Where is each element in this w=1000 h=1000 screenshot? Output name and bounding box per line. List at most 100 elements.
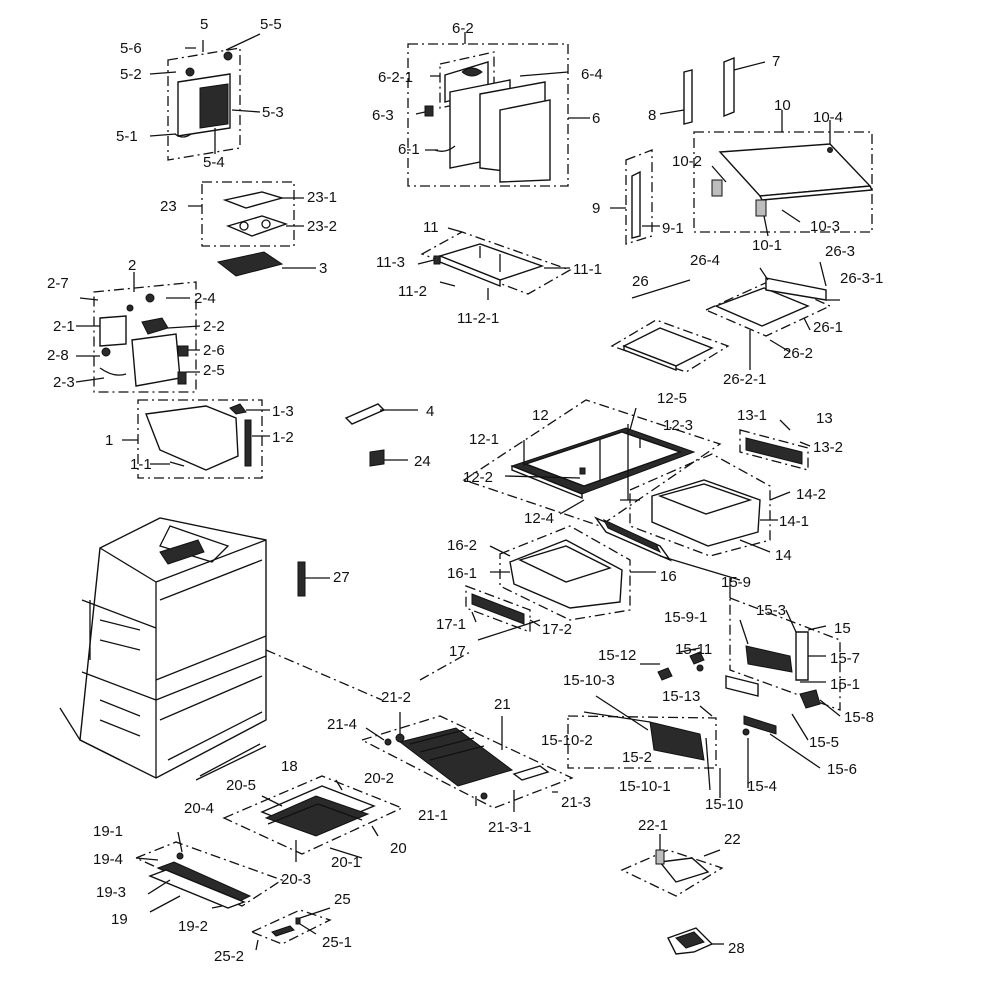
- label-14-2: 14-2: [796, 486, 827, 503]
- group-15-9: [593, 516, 741, 581]
- label-2: 2: [128, 257, 137, 274]
- label-26-3: 26-3: [825, 243, 856, 260]
- label-20-4: 20-4: [184, 800, 215, 817]
- label-20-1: 20-1: [331, 854, 362, 871]
- label-15: 15: [834, 620, 851, 637]
- label-10: 10: [774, 97, 791, 114]
- label-15-5: 15-5: [809, 734, 840, 751]
- label-5-3: 5-3: [262, 104, 284, 121]
- label-1-2: 1-2: [272, 429, 294, 446]
- group-7-8: [659, 56, 766, 125]
- label-26: 26: [632, 273, 649, 290]
- label-20-2: 20-2: [364, 770, 395, 787]
- label-8: 8: [648, 107, 657, 124]
- label-15-9-1: 15-9-1: [664, 609, 708, 626]
- label-15-12: 15-12: [598, 647, 637, 664]
- label-19-2: 19-2: [178, 918, 209, 935]
- label-2-8: 2-8: [47, 347, 69, 364]
- label-12: 12: [532, 407, 549, 424]
- label-17-2: 17-2: [542, 621, 573, 638]
- label-15-10-1: 15-10-1: [619, 778, 671, 795]
- label-11-2-1: 11-2-1: [457, 310, 500, 327]
- label-2-2: 2-2: [203, 318, 225, 335]
- label-26-4: 26-4: [690, 252, 721, 269]
- label-12-5: 12-5: [657, 390, 688, 407]
- group-16: [489, 525, 656, 621]
- label-2-5: 2-5: [203, 362, 225, 379]
- label-1-3: 1-3: [272, 403, 294, 420]
- group-1: [122, 399, 270, 479]
- connector-lines: [265, 649, 471, 701]
- label-16-2: 16-2: [447, 537, 478, 554]
- label-6-3: 6-3: [372, 107, 394, 124]
- label-12-1: 12-1: [469, 431, 500, 448]
- group-17: [465, 585, 541, 641]
- label-24: 24: [414, 453, 431, 470]
- group-14: [629, 453, 791, 557]
- label-21-3-1: 21-3-1: [488, 819, 532, 836]
- label-18: 18: [281, 758, 298, 775]
- label-15-8: 15-8: [844, 709, 875, 726]
- label-12-3: 12-3: [663, 417, 694, 434]
- label-22-1: 22-1: [638, 817, 669, 834]
- group-5: [149, 33, 261, 161]
- label-15-2: 15-2: [622, 749, 653, 766]
- label-1: 1: [105, 432, 114, 449]
- label-16-1: 16-1: [447, 565, 478, 582]
- label-2-1: 2-1: [53, 318, 75, 335]
- label-21-3: 21-3: [561, 794, 592, 811]
- group-18-cabinet: [59, 517, 267, 781]
- group-28: [667, 927, 724, 955]
- label-11-1: 11-1: [573, 261, 602, 278]
- label-20-5: 20-5: [226, 777, 257, 794]
- label-15-6: 15-6: [827, 761, 858, 778]
- label-6-1: 6-1: [398, 141, 420, 158]
- label-23-2: 23-2: [307, 218, 338, 235]
- label-15-10-2: 15-10-2: [541, 732, 593, 749]
- group-20: [222, 775, 404, 862]
- label-10-2: 10-2: [672, 153, 703, 170]
- label-27: 27: [333, 569, 350, 586]
- label-21-1: 21-1: [418, 807, 449, 824]
- group-22: [620, 834, 724, 897]
- label-14: 14: [775, 547, 792, 564]
- label-5: 5: [200, 16, 209, 33]
- label-26-1: 26-1: [813, 319, 844, 336]
- label-10-1: 10-1: [752, 237, 783, 254]
- group-9: [610, 149, 660, 245]
- label-9-1: 9-1: [662, 220, 684, 237]
- label-25-2: 25-2: [214, 948, 245, 965]
- label-19-4: 19-4: [93, 851, 124, 868]
- label-13: 13: [816, 410, 833, 427]
- label-6-2-1: 6-2-1: [378, 69, 414, 86]
- label-28: 28: [728, 940, 745, 957]
- group-26: [610, 261, 840, 373]
- group-25: [250, 907, 332, 951]
- label-6-4: 6-4: [581, 66, 603, 83]
- label-1-1: 1-1: [130, 456, 152, 473]
- label-16: 16: [660, 568, 677, 585]
- label-3: 3: [319, 260, 328, 277]
- group-21: [360, 712, 574, 812]
- label-15-9: 15-9: [721, 574, 752, 591]
- label-11-2: 11-2: [398, 283, 427, 300]
- group-19: [134, 831, 284, 913]
- label-10-4: 10-4: [813, 109, 844, 126]
- label-17-1: 17-1: [436, 616, 467, 633]
- label-5-5: 5-5: [260, 16, 282, 33]
- label-6-2: 6-2: [452, 20, 474, 37]
- label-13-1: 13-1: [737, 407, 768, 424]
- group-6: [407, 32, 590, 187]
- label-19-3: 19-3: [96, 884, 127, 901]
- label-15-10-3: 15-10-3: [563, 672, 615, 689]
- label-10-3: 10-3: [810, 218, 841, 235]
- label-5-6: 5-6: [120, 40, 142, 57]
- label-12-2: 12-2: [463, 469, 494, 486]
- label-15-11: 15-11: [675, 641, 713, 658]
- label-23: 23: [160, 198, 177, 215]
- label-14-1: 14-1: [779, 513, 810, 530]
- label-2-7: 2-7: [47, 275, 69, 292]
- group-15: [567, 578, 841, 798]
- label-11: 11: [423, 219, 439, 236]
